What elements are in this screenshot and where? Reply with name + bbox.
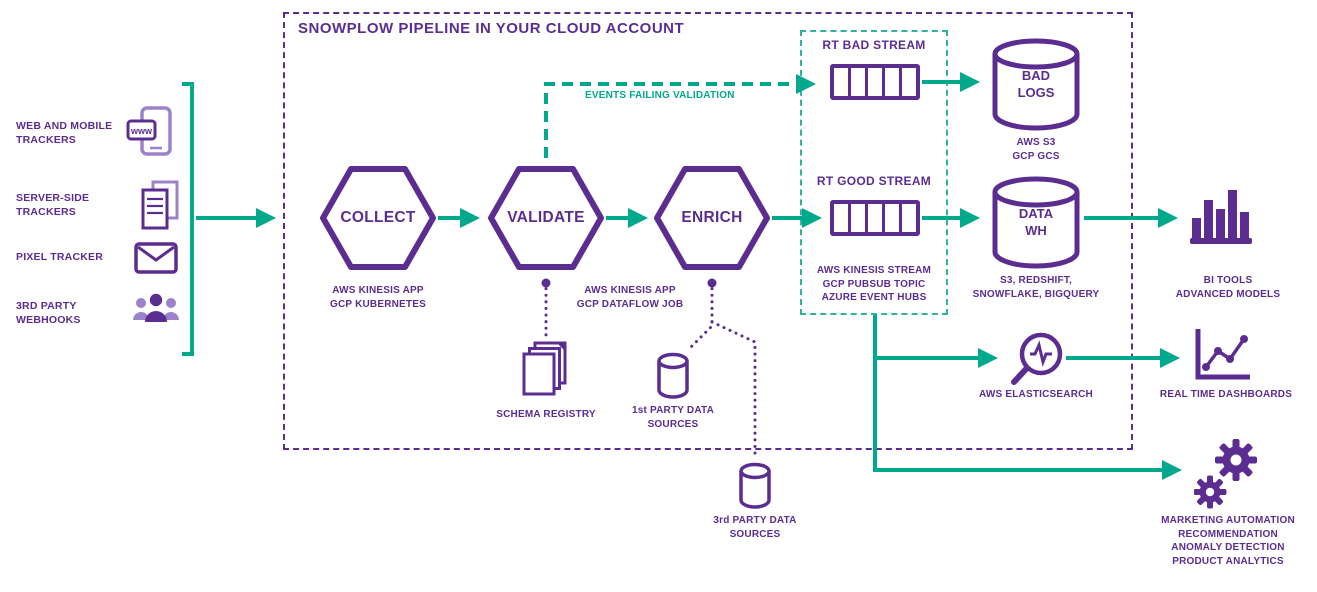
bad-logs-database-icon: BAD LOGS xyxy=(990,38,1082,132)
validate-hexagon xyxy=(488,166,604,270)
diagram-title: SNOWPLOW PIPELINE IN YOUR CLOUD ACCOUNT xyxy=(298,20,685,37)
queue-cell xyxy=(902,204,916,232)
gears-icon xyxy=(1193,436,1258,515)
bad-stream-queue-icon xyxy=(830,64,920,100)
queue-cell xyxy=(885,68,902,96)
source-label-server-side: SERVER-SIDE TRACKERS xyxy=(16,192,90,218)
collect-caption: AWS KINESIS APP GCP KUBERNETES xyxy=(330,285,426,310)
queue-cell xyxy=(834,68,851,96)
data-wh-label: DATA WH xyxy=(1018,206,1054,238)
third-party-caption: 3rd PARTY DATA SOURCES xyxy=(713,515,797,540)
dashboards-caption: REAL TIME DASHBOARDS xyxy=(1159,389,1293,400)
data-wh-database-icon: DATA WH xyxy=(990,176,1082,270)
rt-good-stream-label: RT GOOD STREAM xyxy=(816,174,932,188)
rt-bad-stream-label: RT BAD STREAM xyxy=(822,38,926,52)
third-party-database-icon xyxy=(737,462,773,515)
source-label-web-mobile: WEB AND MOBILE TRACKERS xyxy=(16,120,113,146)
enrich-hexagon xyxy=(654,166,770,270)
enrich-label: ENRICH xyxy=(681,209,743,226)
first-party-database-icon xyxy=(655,352,691,405)
collect-hexagon xyxy=(320,166,436,270)
queue-cell xyxy=(902,68,916,96)
stage-validate: VALIDATE xyxy=(487,162,605,274)
stage-collect: COLLECT xyxy=(319,162,437,274)
magnifier-pulse-icon xyxy=(1008,330,1066,393)
stream-group-box xyxy=(800,30,948,315)
documents-stack-icon xyxy=(518,340,574,407)
streams-caption: AWS KINESIS STREAM GCP PUBSUB TOPIC AZUR… xyxy=(816,265,932,303)
queue-cell xyxy=(868,204,885,232)
bi-tools-caption: BI TOOLS ADVANCED MODELS xyxy=(1175,275,1281,300)
source-label-pixel: PIXEL TRACKER xyxy=(16,251,103,263)
bar-chart-icon xyxy=(1188,182,1256,251)
ml-caption: MARKETING AUTOMATION RECOMMENDATION ANOM… xyxy=(1161,515,1295,567)
sources-bracket xyxy=(182,82,194,356)
validate-label: VALIDATE xyxy=(507,209,585,226)
bad-logs-label: BAD LOGS xyxy=(1017,68,1055,100)
envelope-icon xyxy=(134,242,178,279)
source-label-webhooks: 3RD PARTY WEBHOOKS xyxy=(16,300,81,326)
people-group-icon xyxy=(132,290,180,335)
first-party-caption: 1st PARTY DATA SOURCES xyxy=(631,405,715,430)
elasticsearch-caption: AWS ELASTICSEARCH xyxy=(979,389,1093,400)
events-failing-validation-label: EVENTS FAILING VALIDATION xyxy=(585,90,735,101)
stage-enrich: ENRICH xyxy=(653,162,771,274)
validate-enrich-caption: AWS KINESIS APP GCP DATAFLOW JOB xyxy=(576,285,684,310)
mobile-www-icon: www xyxy=(126,106,176,163)
server-stack-icon xyxy=(138,180,182,235)
schema-registry-caption: SCHEMA REGISTRY xyxy=(496,409,596,420)
pipeline-boundary-box xyxy=(283,12,1133,450)
good-stream-queue-icon xyxy=(830,200,920,236)
queue-cell xyxy=(885,204,902,232)
bad-logs-caption: AWS S3 GCP GCS xyxy=(1012,137,1060,162)
www-label: www xyxy=(130,126,153,136)
data-wh-caption: S3, REDSHIFT, SNOWFLAKE, BIGQUERY xyxy=(972,275,1100,300)
queue-cell xyxy=(834,204,851,232)
queue-cell xyxy=(868,68,885,96)
line-chart-icon xyxy=(1192,327,1252,390)
queue-cell xyxy=(851,204,868,232)
collect-label: COLLECT xyxy=(340,209,416,226)
queue-cell xyxy=(851,68,868,96)
